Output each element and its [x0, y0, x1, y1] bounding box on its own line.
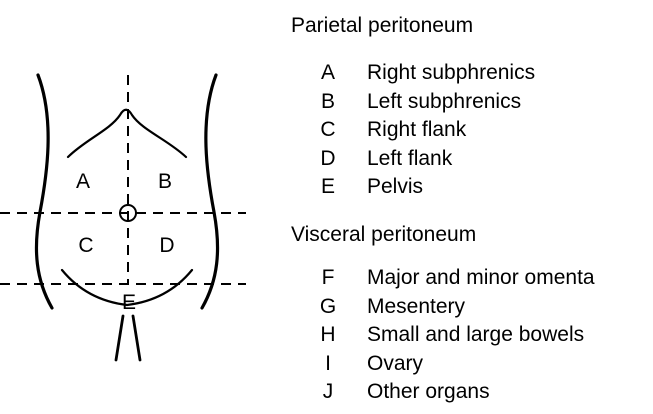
legend-label: Small and large bowels: [367, 323, 584, 347]
legend-label: Mesentery: [367, 295, 465, 319]
leg-right-line: [133, 316, 140, 360]
region-label-c: C: [78, 234, 93, 257]
legend-key: B: [318, 90, 338, 114]
legend-key: A: [318, 61, 338, 85]
legend-key: C: [318, 118, 338, 142]
torso-left-contour: [36, 75, 52, 308]
region-label-a: A: [76, 170, 90, 193]
legend-key: E: [318, 175, 338, 199]
legend-key: I: [318, 352, 338, 376]
legend-label: Right subphrenics: [367, 61, 535, 85]
legend-label: Right flank: [367, 118, 466, 142]
legend-label: Other organs: [367, 380, 490, 404]
legend-key: H: [318, 323, 338, 347]
legend-key: G: [318, 295, 338, 319]
visceral-peritoneum-heading: Visceral peritoneum: [291, 223, 476, 247]
legend-key: J: [318, 380, 338, 404]
leg-left-line: [116, 316, 123, 360]
legend-label: Left flank: [367, 147, 452, 171]
region-label-e: E: [122, 291, 136, 314]
torso-right-contour: [202, 75, 218, 308]
legend-key: F: [318, 266, 338, 290]
legend-label: Left subphrenics: [367, 90, 521, 114]
legend-key: D: [318, 147, 338, 171]
legend-label: Ovary: [367, 352, 423, 376]
region-label-b: B: [158, 170, 172, 193]
abdomen-region-diagram: A B C D E: [0, 0, 290, 414]
legend-label: Pelvis: [367, 175, 423, 199]
legend-label: Major and minor omenta: [367, 266, 595, 290]
region-label-d: D: [159, 234, 174, 257]
parietal-peritoneum-heading: Parietal peritoneum: [291, 14, 473, 38]
